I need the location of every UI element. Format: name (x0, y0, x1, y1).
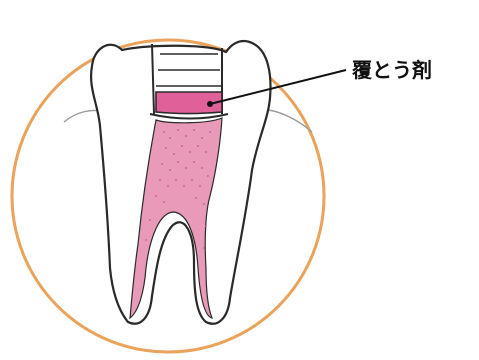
callout-dot (207, 101, 213, 107)
callout-label: 覆とう剤 (351, 58, 432, 82)
